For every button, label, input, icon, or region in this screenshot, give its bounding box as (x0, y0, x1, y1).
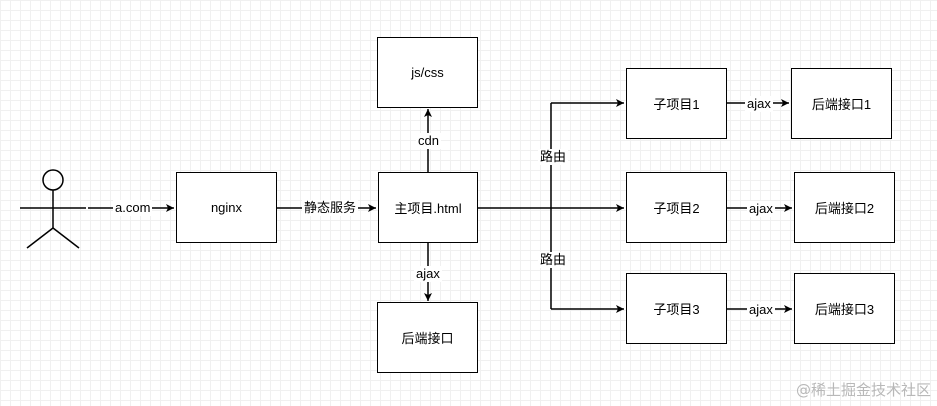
edge-label-cdn: cdn (416, 133, 441, 149)
node-backend-api-3: 后端接口3 (794, 273, 895, 344)
watermark: @稀土掘金技术社区 (795, 381, 931, 399)
user-actor-icon (20, 169, 86, 249)
edge-label-static-service: 静态服务 (302, 200, 359, 216)
edge-label-ajax-main: ajax (414, 266, 442, 282)
node-main-html: 主项目.html (378, 172, 478, 243)
node-js-css: js/css (377, 37, 478, 108)
node-sub-project-1: 子项目1 (626, 68, 727, 139)
edge-label-ajax-2: ajax (747, 201, 775, 217)
edge-label-ajax-1: ajax (745, 96, 773, 112)
edge-label-route-lower: 路由 (538, 252, 569, 268)
edge-label-route-upper: 路由 (538, 149, 569, 165)
node-backend-api: 后端接口 (377, 302, 478, 373)
node-sub-project-2: 子项目2 (626, 172, 727, 243)
node-backend-api-2: 后端接口2 (794, 172, 895, 243)
node-backend-api-1: 后端接口1 (791, 68, 892, 139)
node-nginx: nginx (176, 172, 277, 243)
edge-label-a-com: a.com (113, 200, 153, 216)
node-sub-project-3: 子项目3 (626, 273, 727, 344)
edge-label-ajax-3: ajax (747, 302, 775, 318)
